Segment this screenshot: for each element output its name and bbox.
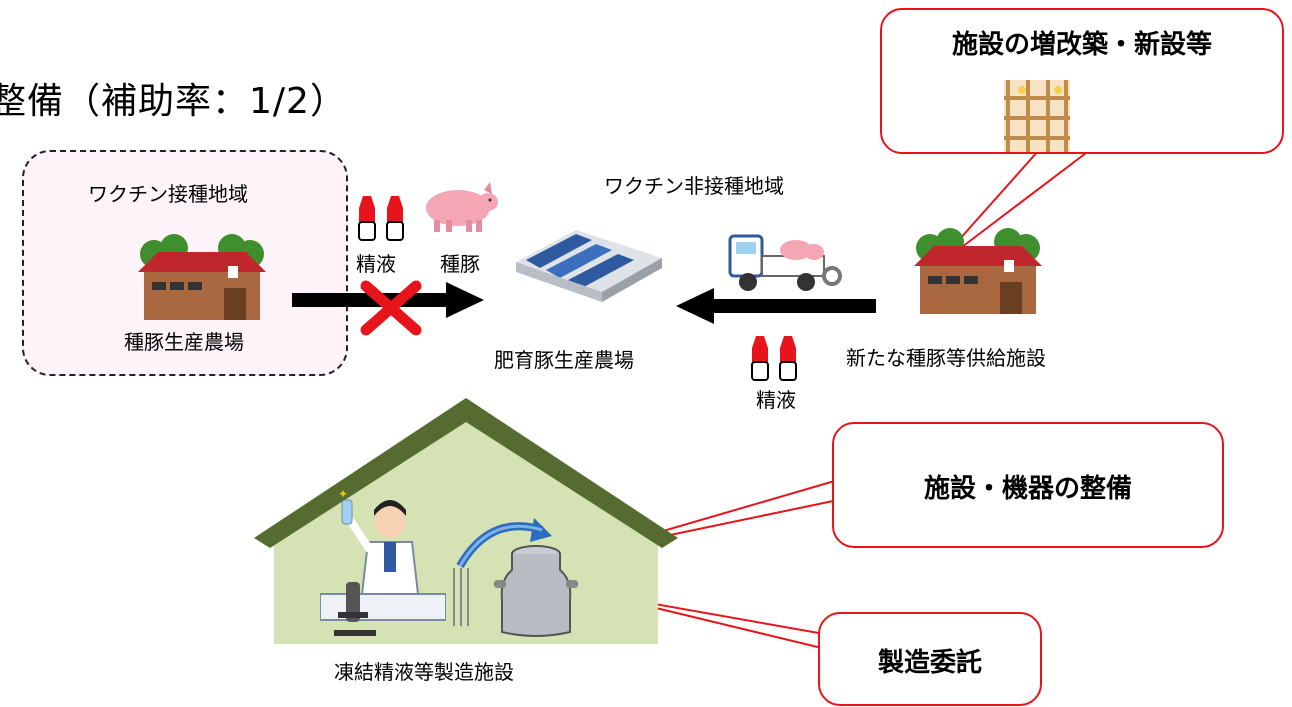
vaccinated-region-label: ワクチン接種地域 bbox=[88, 182, 248, 206]
transfer-arrow-icon bbox=[456, 518, 552, 569]
semen-bottle-icon bbox=[358, 196, 404, 241]
outsourcing-callout: 製造委託 bbox=[818, 612, 1042, 706]
svg-text:✦: ✦ bbox=[338, 487, 348, 501]
pig-icon bbox=[426, 182, 498, 232]
semen-bottle-icon bbox=[751, 336, 797, 381]
fattening-farm-label: 肥育豚生産農場 bbox=[494, 348, 634, 372]
fattening-facility-icon bbox=[516, 230, 662, 302]
expansion-pointer-b bbox=[957, 149, 1091, 251]
x-mark-icon bbox=[360, 280, 422, 336]
new-supply-facility-label: 新たな種豚等供給施設 bbox=[846, 346, 1046, 370]
blocked-arrow-head bbox=[446, 282, 484, 318]
page-title: 整備（補助率：1/2） bbox=[0, 81, 347, 122]
supply-arrow-head bbox=[676, 288, 714, 324]
expansion-callout: 施設の増改築・新設等 bbox=[880, 8, 1284, 154]
barn-icon bbox=[914, 228, 1042, 314]
expansion-callout-title: 施設の増改築・新設等 bbox=[951, 30, 1212, 60]
barn-icon bbox=[138, 234, 266, 320]
milk-can-icon bbox=[494, 545, 578, 637]
frozen-facility-label: 凍結精液等製造施設 bbox=[334, 660, 514, 684]
outsourcing-callout-title: 製造委託 bbox=[877, 648, 982, 678]
breeding-pig-farm-label: 種豚生産農場 bbox=[124, 330, 244, 354]
semen-right-label: 精液 bbox=[756, 388, 796, 412]
scaffold-building-icon bbox=[1004, 80, 1070, 152]
semen-left-label: 精液 bbox=[356, 252, 396, 276]
breeding-pig-label: 種豚 bbox=[440, 252, 480, 276]
equipment-callout-title: 施設・機器の整備 bbox=[923, 474, 1132, 504]
straw-icon bbox=[453, 568, 469, 626]
non-vaccinated-region-label: ワクチン非接種地域 bbox=[604, 174, 784, 198]
microscope-icon bbox=[334, 582, 376, 636]
truck-icon bbox=[728, 234, 842, 291]
equipment-callout: 施設・機器の整備 bbox=[832, 422, 1224, 548]
